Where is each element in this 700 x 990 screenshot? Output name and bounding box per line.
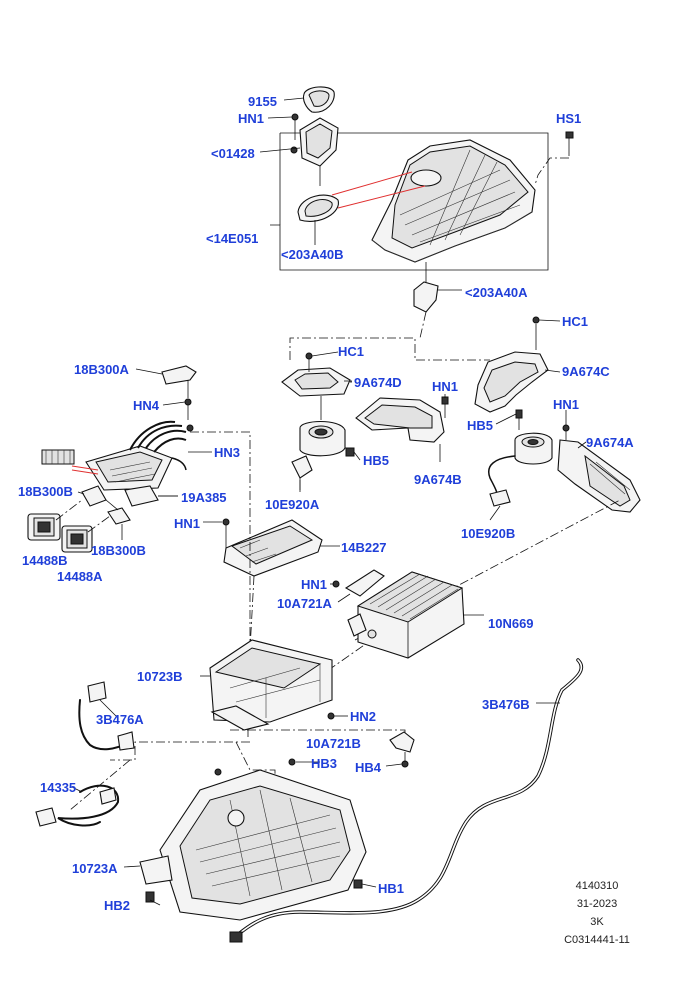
part-label-3b476b[interactable]: 3B476B	[482, 697, 530, 712]
part-label-hn1-module[interactable]: HN1	[174, 516, 201, 531]
part-label-hb1[interactable]: HB1	[378, 881, 405, 896]
frame-10723b	[200, 639, 335, 731]
part-label-9a674d[interactable]: 9A674D	[354, 375, 402, 390]
screw-hs1	[534, 131, 574, 186]
part-label-hn4[interactable]: HN4	[133, 398, 160, 413]
part-label-10723b[interactable]: 10723B	[137, 669, 183, 684]
part-label-19a385[interactable]: 19A385	[181, 490, 227, 505]
part-label-3b476a[interactable]: 3B476A	[96, 712, 144, 727]
duct-9a674a	[557, 424, 641, 513]
reference-code: 3K	[590, 916, 604, 928]
part-label-hb3[interactable]: HB3	[311, 756, 338, 771]
part-label-10e920a[interactable]: 10E920A	[265, 497, 320, 512]
part-label-14b227[interactable]: 14B227	[341, 540, 387, 555]
part-label-hn2[interactable]: HN2	[350, 709, 377, 724]
part-label-hn1-top[interactable]: HN1	[238, 111, 265, 126]
connector-14488b	[27, 513, 61, 541]
part-label-9a674c[interactable]: 9A674C	[562, 364, 610, 379]
cable-3b476b	[229, 658, 584, 943]
junction-box-19a385	[41, 420, 187, 507]
harness-3b476a	[78, 681, 135, 751]
reference-number: 4140310	[575, 880, 619, 892]
bracket-10a721b	[288, 731, 415, 768]
reference-illustration-id: C0314441-11	[564, 934, 630, 946]
part-label-14335[interactable]: 14335	[40, 780, 77, 795]
duct-9a674c	[474, 316, 549, 413]
part-label-9155[interactable]: 9155	[248, 94, 277, 109]
leader-lines	[71, 97, 587, 906]
fastener-hn1-top	[290, 113, 299, 154]
part-label-hn1-center[interactable]: HN1	[432, 379, 459, 394]
duct-9a674d	[281, 352, 352, 397]
part-label-hs1[interactable]: HS1	[556, 111, 582, 126]
part-label-hb5-left[interactable]: HB5	[363, 453, 390, 468]
part-label-14488a[interactable]: 14488A	[57, 569, 103, 584]
bracket-10a721a	[332, 569, 385, 597]
part-label-18b300b-lower[interactable]: 18B300B	[91, 543, 146, 558]
bracket-18b300a	[161, 365, 197, 432]
tray-10723a	[139, 768, 367, 921]
part-label-hc1-left[interactable]: HC1	[338, 344, 365, 359]
part-label-hb5-right[interactable]: HB5	[467, 418, 494, 433]
fan-assembly-left	[291, 396, 355, 490]
part-label-9a674b[interactable]: 9A674B	[414, 472, 462, 487]
grommet-203a40a	[413, 262, 462, 313]
part-label-hb2[interactable]: HB2	[104, 898, 131, 913]
part-label-hn1-right[interactable]: HN1	[553, 397, 580, 412]
part-label-hn1-converter[interactable]: HN1	[301, 577, 328, 592]
part-label-14488b[interactable]: 14488B	[22, 553, 68, 568]
fan-assembly-right	[488, 409, 553, 507]
harness-14335	[35, 784, 120, 827]
part-label-hc1-right[interactable]: HC1	[562, 314, 589, 329]
reference-date: 31-2023	[576, 898, 618, 910]
part-label-203a40a[interactable]: <203A40A	[465, 285, 528, 300]
part-label-hn3[interactable]: HN3	[214, 445, 241, 460]
part-label-10a721a[interactable]: 10A721A	[277, 596, 332, 611]
grommet-203a40b	[297, 194, 339, 245]
part-label-10e920b[interactable]: 10E920B	[461, 526, 516, 541]
part-label-10n669[interactable]: 10N669	[488, 616, 534, 631]
duct-01428	[299, 117, 339, 186]
part-label-9a674a[interactable]: 9A674A	[586, 435, 634, 450]
part-label-203a40b[interactable]: <203A40B	[281, 247, 344, 262]
battery-tray-cover	[371, 139, 536, 263]
part-label-10723a[interactable]: 10723A	[72, 861, 118, 876]
part-label-10a721b[interactable]: 10A721B	[306, 736, 361, 751]
part-label-18b300b-upper[interactable]: 18B300B	[18, 484, 73, 499]
part-label-14e051[interactable]: <14E051	[206, 231, 259, 246]
duct-9a674b	[355, 396, 449, 443]
part-label-01428[interactable]: <01428	[211, 146, 255, 161]
converter-10n669	[347, 571, 484, 659]
part-label-18b300a[interactable]: 18B300A	[74, 362, 129, 377]
cap-9155	[302, 86, 335, 113]
connector-18b300b	[81, 485, 131, 540]
connector-14488a	[61, 525, 93, 553]
module-14b227	[222, 518, 340, 577]
part-label-hb4[interactable]: HB4	[355, 760, 382, 775]
